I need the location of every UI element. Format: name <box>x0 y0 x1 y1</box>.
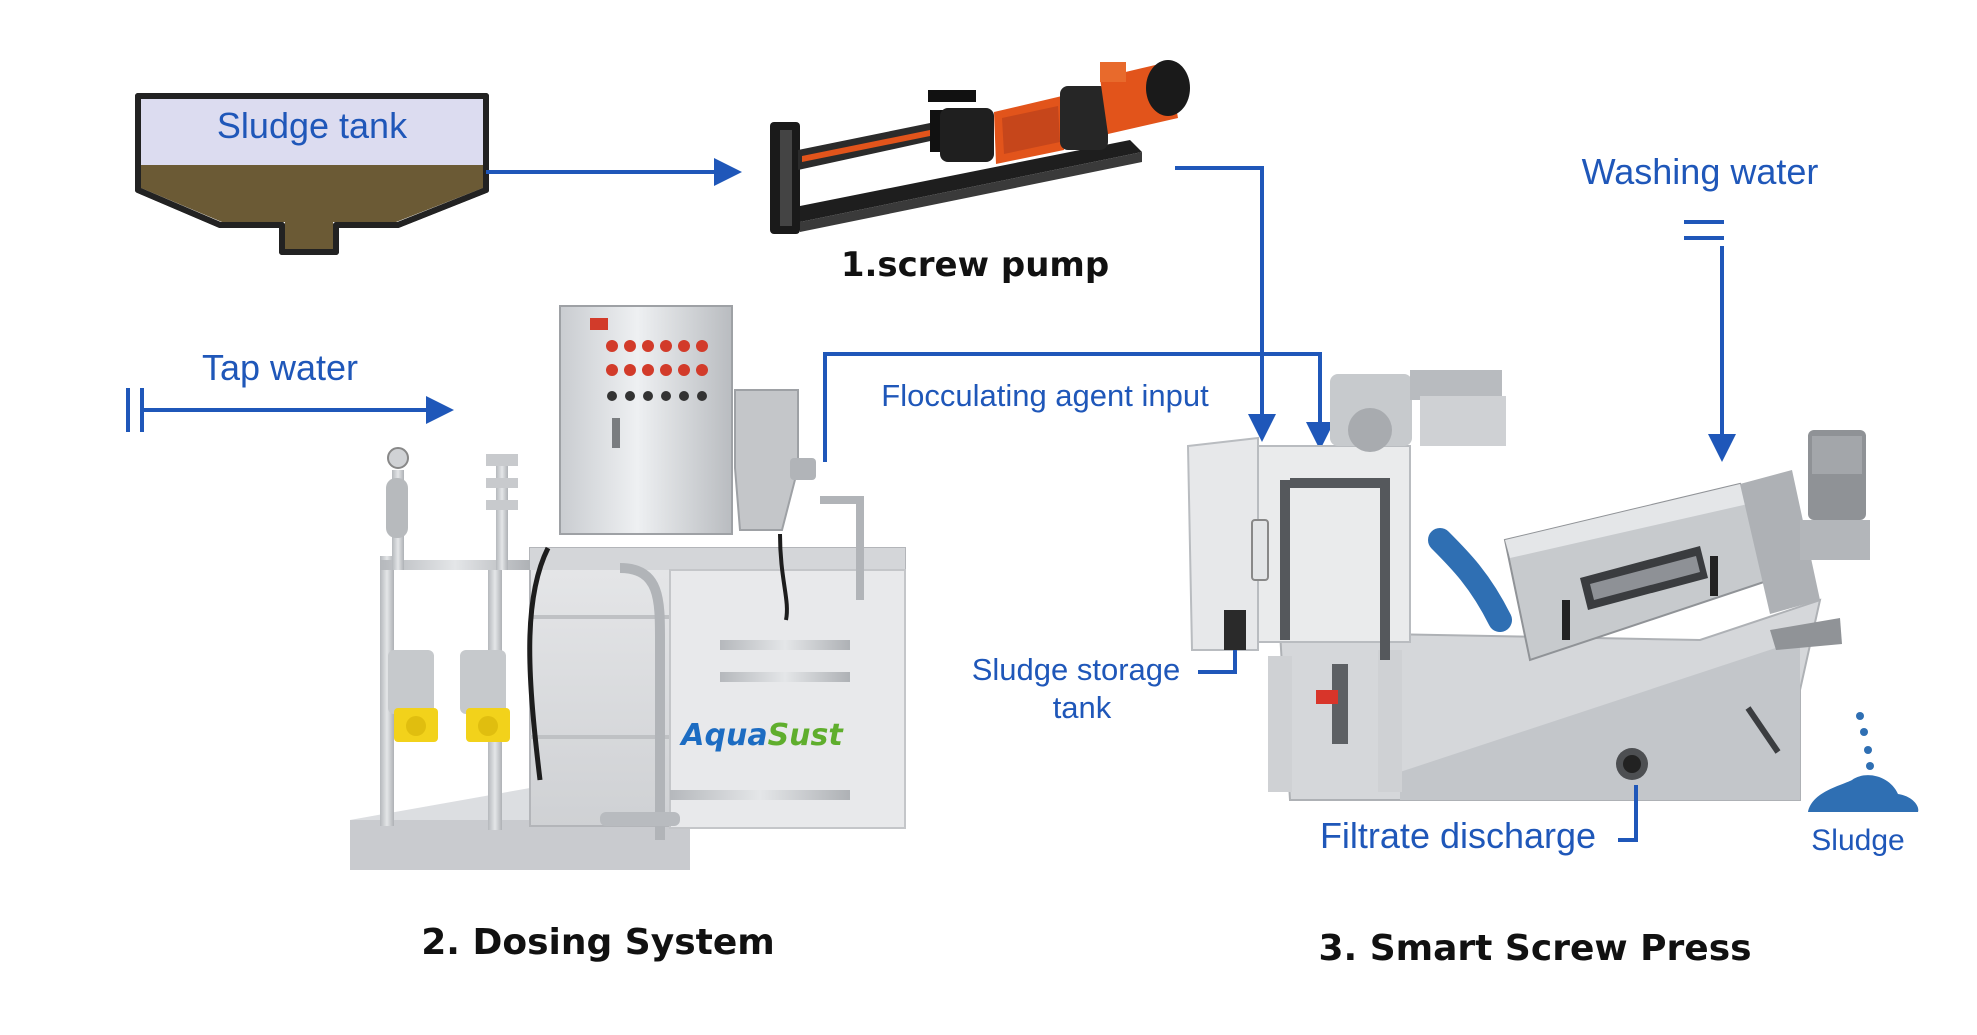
sludge-pile-icon <box>1808 775 1919 812</box>
flocculating-agent-label: Flocculating agent input <box>881 378 1209 413</box>
flow-arrow-pump-to-press <box>1175 166 1276 442</box>
filtrate-discharge-label: Filtrate discharge <box>1320 815 1596 856</box>
sludge-storage-tank-leader <box>1198 650 1237 674</box>
flow-arrow-flocculating-agent <box>823 352 1334 462</box>
sludge-tank-label: Sludge tank <box>217 105 408 146</box>
smart-screw-press-label: 3. Smart Screw Press <box>1318 928 1751 969</box>
tap-water-label: Tap water <box>202 347 358 388</box>
screw-pump-icon <box>770 60 1190 234</box>
screw-pump-label: 1.screw pump <box>841 245 1109 285</box>
sludge-storage-tank-label-line1: Sludge storage <box>972 652 1181 687</box>
metering-pump-2 <box>460 650 510 742</box>
filtrate-discharge-leader <box>1618 785 1638 842</box>
cabinet-indicator-lights <box>606 340 708 401</box>
screw-press-icon <box>1186 370 1870 801</box>
logo-part-sust: Sust <box>768 718 845 753</box>
sludge-drops <box>1856 712 1878 786</box>
metering-pump-1 <box>388 650 438 742</box>
sludge-storage-tank-label-line2: tank <box>1053 690 1112 725</box>
washing-water-label: Washing water <box>1582 151 1819 192</box>
dosing-system-icon: AquaSust <box>350 305 906 870</box>
aquasust-logo: AquaSust <box>679 718 844 753</box>
logo-part-aqua: Aqua <box>679 718 767 753</box>
dosing-system-label: 2. Dosing System <box>421 922 775 963</box>
sludge-output-label: Sludge <box>1811 824 1904 857</box>
sludge-tank-icon <box>135 93 489 255</box>
